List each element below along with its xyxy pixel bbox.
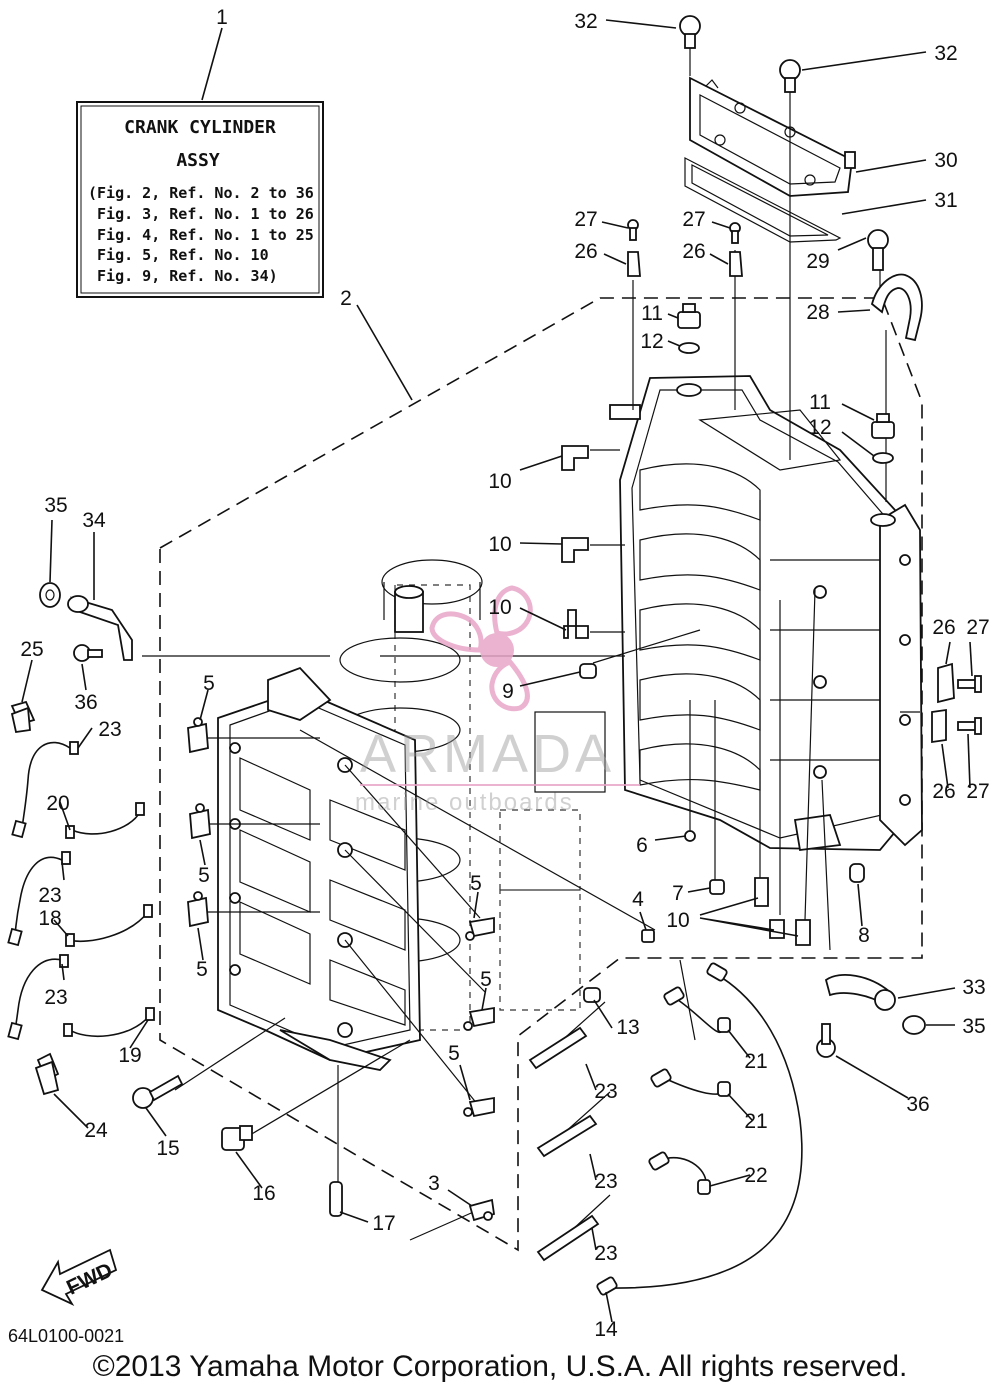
joint-pipes (528, 1026, 600, 1262)
callout-numbers: 1 2 3 4 5 5 5 5 5 5 6 7 8 9 10 10 10 10 … (20, 6, 989, 1341)
callout-23a: 23 (98, 718, 121, 741)
crankcase-body (217, 666, 421, 1071)
callout-5b: 5 (198, 864, 210, 887)
callout-5c: 5 (196, 958, 208, 981)
callout-12a: 12 (640, 330, 663, 353)
callout-22: 22 (744, 1164, 767, 1187)
callout-4: 4 (632, 888, 644, 911)
callout-21a: 21 (744, 1050, 767, 1073)
callout-35a: 35 (44, 494, 67, 517)
callout-36b: 36 (906, 1093, 929, 1116)
hoses (7, 741, 803, 1296)
title-line-2: ASSY (176, 150, 220, 171)
title-box: CRANK CYLINDER ASSY (Fig. 2, Ref. No. 2 … (76, 101, 324, 298)
callout-32b: 32 (934, 42, 957, 65)
fwd-arrow-icon: FWD (40, 1248, 118, 1307)
callout-35b: 35 (962, 1015, 985, 1038)
callout-14: 14 (594, 1318, 618, 1341)
callout-10a: 10 (488, 470, 511, 493)
callout-23e: 23 (594, 1170, 617, 1193)
callout-11a: 11 (641, 302, 663, 325)
callout-31: 31 (934, 189, 957, 212)
callout-23f: 23 (594, 1242, 617, 1265)
callout-20: 20 (46, 792, 69, 815)
callout-15: 15 (156, 1137, 179, 1160)
callout-10b: 10 (488, 533, 511, 556)
cylinder-block (609, 375, 923, 852)
callout-1: 1 (216, 6, 228, 29)
callout-8: 8 (858, 924, 870, 947)
leader-lines (21, 19, 973, 1323)
title-ref-3: Fig. 4, Ref. No. 1 to 25 (88, 226, 314, 244)
callout-11b: 11 (809, 391, 831, 414)
watermark-tagline: marine outboards (355, 789, 574, 816)
callout-28: 28 (806, 301, 829, 324)
callout-12b: 12 (808, 416, 831, 439)
alignment-lines (142, 40, 920, 1256)
assembly-boundary (159, 297, 923, 1252)
callout-25: 25 (20, 638, 43, 661)
callout-9: 9 (502, 680, 514, 703)
callout-5f: 5 (448, 1042, 460, 1065)
callout-26b: 26 (682, 240, 705, 263)
callout-27d: 27 (966, 780, 989, 803)
callout-32a: 32 (574, 10, 597, 33)
callout-13: 13 (616, 1016, 639, 1039)
callout-27c: 27 (966, 616, 989, 639)
title-line-1: CRANK CYLINDER (124, 117, 276, 138)
callout-27b: 27 (682, 208, 705, 231)
callout-24: 24 (84, 1119, 108, 1142)
callout-33: 33 (962, 976, 985, 999)
callout-27a: 27 (574, 208, 597, 231)
callout-19: 19 (118, 1044, 141, 1067)
callout-26c: 26 (932, 616, 955, 639)
callout-23b: 23 (38, 884, 61, 907)
cylinder-head-cover (689, 76, 856, 197)
callout-18: 18 (38, 907, 61, 930)
title-ref-4: Fig. 5, Ref. No. 10 (88, 246, 269, 264)
callout-21b: 21 (744, 1110, 767, 1133)
watermark-brand: ARMADA (360, 724, 615, 784)
title-ref-1: (Fig. 2, Ref. No. 2 to 36 (88, 184, 314, 202)
catalog-code: 64L0100-0021 (8, 1326, 125, 1346)
callout-29: 29 (806, 250, 829, 273)
callout-6: 6 (636, 834, 648, 857)
callout-17: 17 (372, 1212, 395, 1235)
watermark: ARMADA marine outboards (355, 585, 640, 816)
title-ref-5: Fig. 9, Ref. No. 34) (88, 267, 278, 285)
callout-36a: 36 (74, 691, 97, 714)
callout-23d: 23 (594, 1080, 617, 1103)
callout-5e: 5 (480, 968, 492, 991)
callout-34: 34 (82, 509, 106, 532)
callout-5a: 5 (203, 672, 215, 695)
callout-16: 16 (252, 1182, 275, 1205)
callout-2: 2 (340, 287, 352, 310)
callout-7: 7 (672, 882, 684, 905)
fittings (10, 15, 982, 1222)
copyright-notice: ©2013 Yamaha Motor Corporation, U.S.A. A… (92, 1350, 908, 1383)
callout-26d: 26 (932, 780, 955, 803)
title-ref-2: Fig. 3, Ref. No. 1 to 26 (88, 205, 314, 223)
callout-10c: 10 (488, 596, 511, 619)
callout-3: 3 (428, 1172, 440, 1195)
callout-5d: 5 (470, 872, 482, 895)
callout-10d: 10 (666, 909, 689, 932)
callout-26a: 26 (574, 240, 597, 263)
callout-23c: 23 (44, 986, 67, 1009)
callout-30: 30 (934, 149, 957, 172)
